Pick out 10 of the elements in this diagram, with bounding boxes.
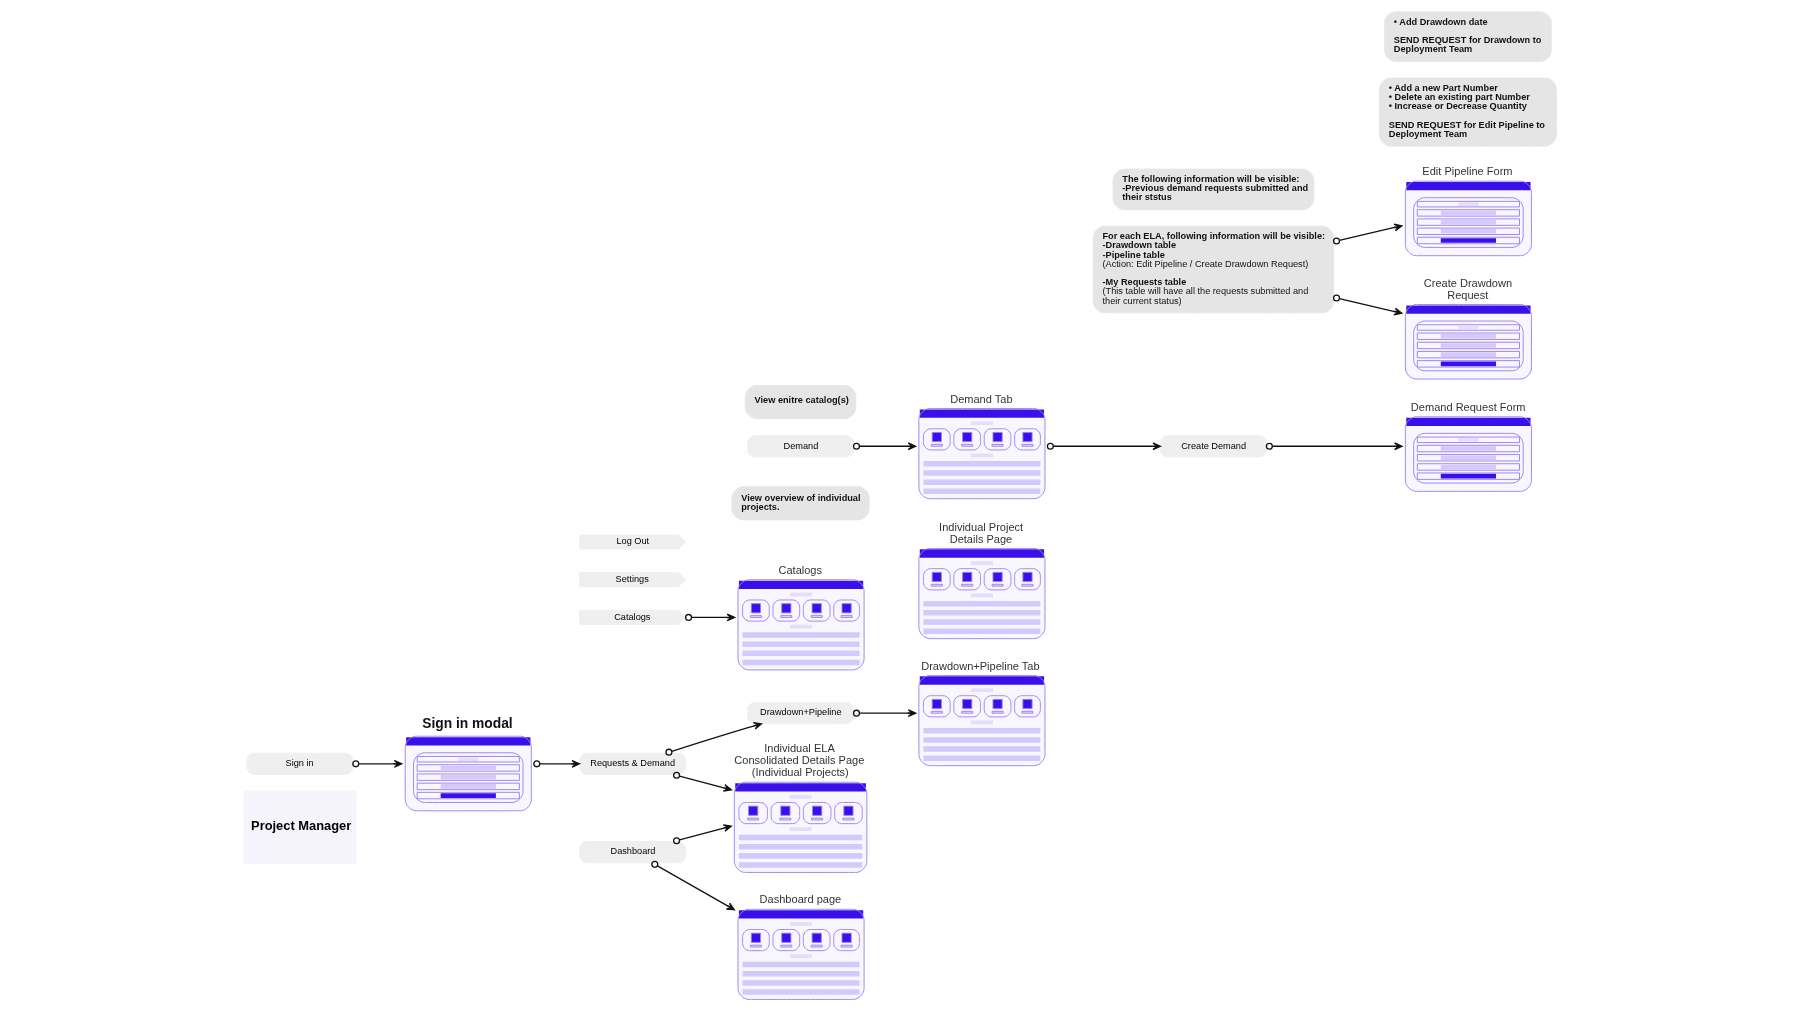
node-label: Drawdown+Pipeline Tab [921, 659, 1040, 672]
node-label: Create Drawdown Request [1423, 276, 1513, 301]
node-label: Demand Request Form [1410, 400, 1526, 413]
node-label: Dashboard page [759, 893, 842, 906]
node-label: Edit Pipeline Form [1422, 165, 1513, 178]
node-label: Individual Project Details Page [939, 520, 1024, 545]
node-label: Sign in modal [422, 715, 513, 731]
node-label: Demand Tab [950, 392, 1013, 405]
node-label: Individual ELA Consolidated Details Page (Individual Projects) [734, 742, 865, 779]
node-label: Catalogs [778, 563, 823, 576]
